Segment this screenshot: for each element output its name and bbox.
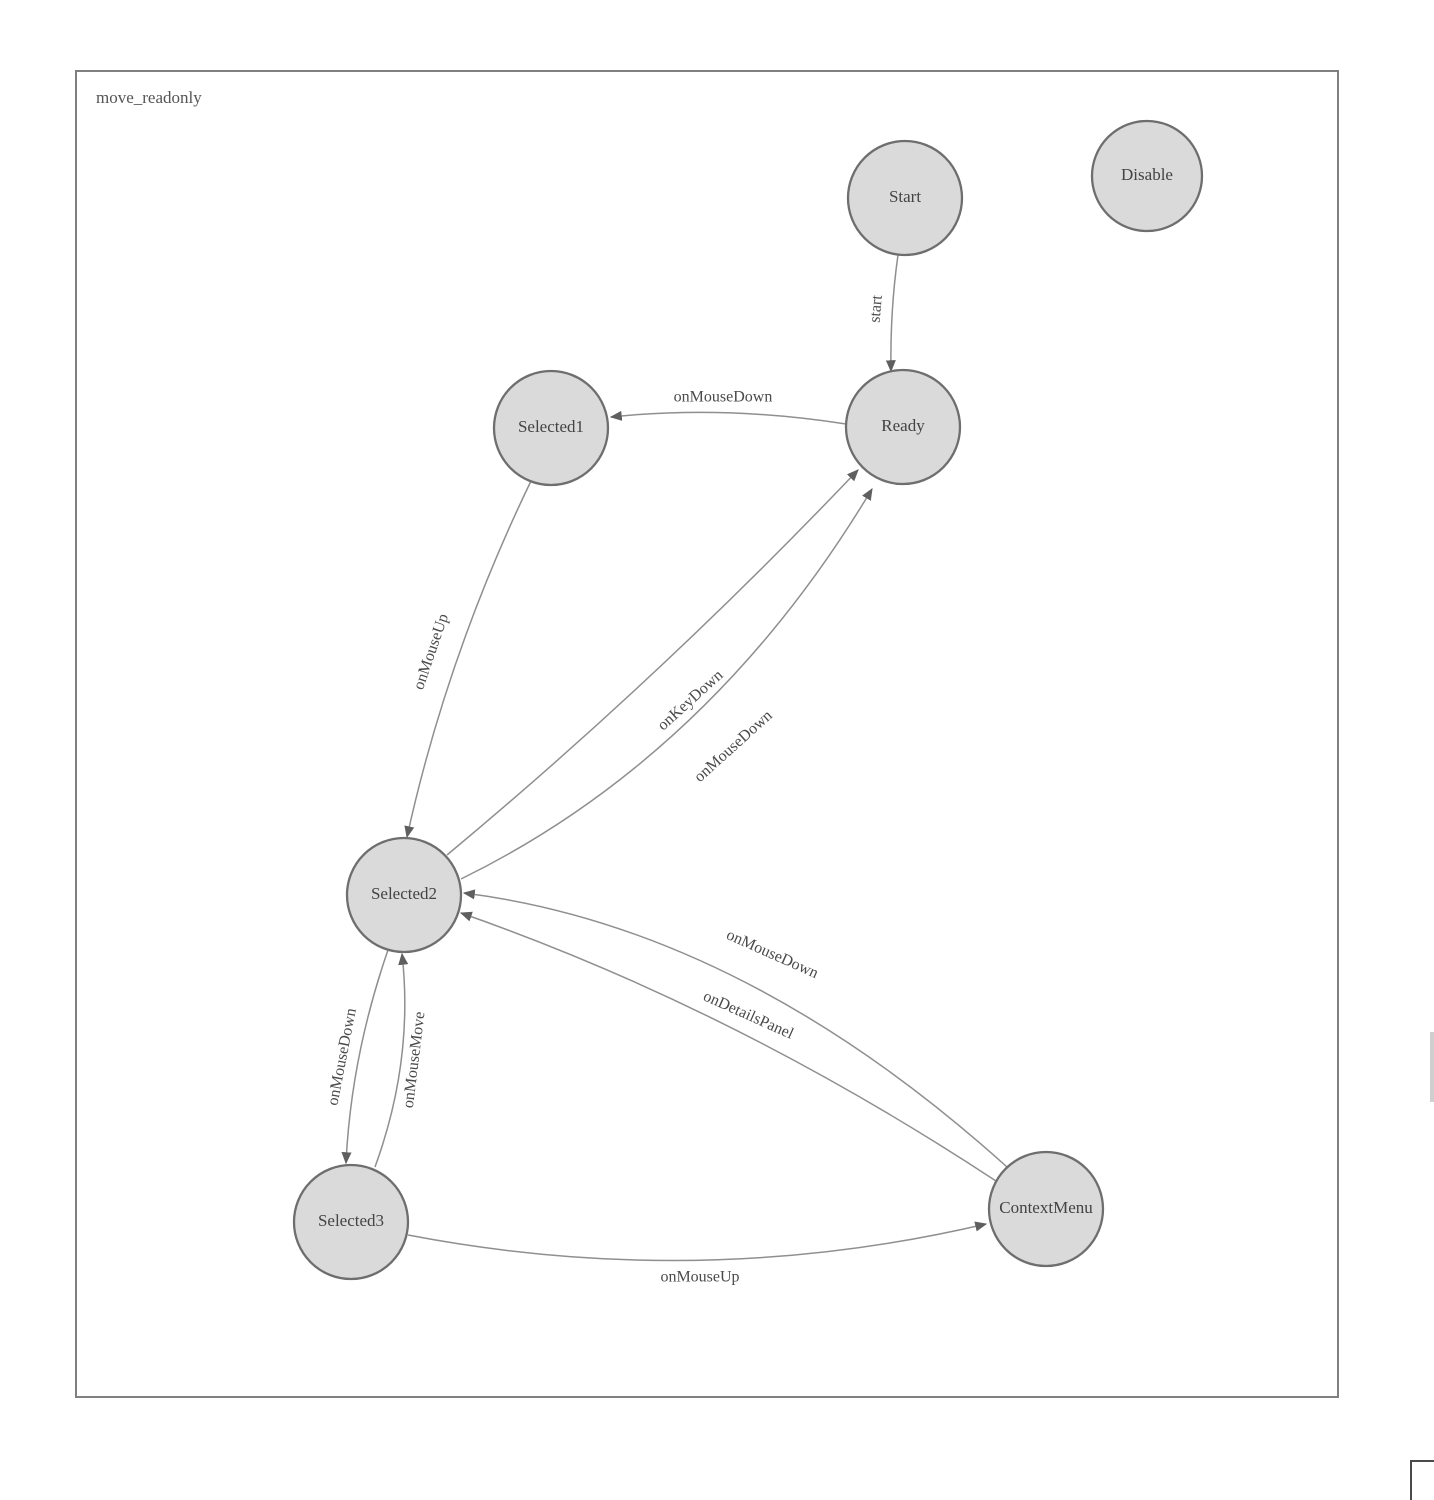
transition-path — [462, 889, 1008, 1168]
diagram-title: move_readonly — [96, 88, 202, 107]
node-contextmenu[interactable]: ContextMenu — [987, 1150, 1105, 1268]
transition-path — [341, 949, 389, 1165]
scrollbar-thumb[interactable] — [1430, 1032, 1434, 1102]
state-circle[interactable] — [844, 368, 962, 486]
state-circle[interactable] — [987, 1150, 1105, 1268]
transition-path — [885, 254, 899, 373]
node-disable[interactable]: Disable — [1090, 119, 1204, 233]
state-label: Disable — [1121, 165, 1173, 184]
state-label: Selected1 — [518, 417, 584, 436]
transition-label: onMouseDown — [691, 707, 776, 786]
edge-selected3-to-contextmenu: onMouseUp — [407, 1221, 988, 1286]
transition-label: onMouseDown — [324, 1007, 360, 1107]
state-circle[interactable] — [345, 836, 463, 954]
transition-path — [460, 487, 873, 880]
transition-path — [446, 469, 859, 856]
transition-path — [459, 911, 997, 1182]
state-label: Start — [889, 187, 921, 206]
edge-start-to-ready: start — [867, 254, 899, 373]
state-circle[interactable] — [492, 369, 610, 487]
state-circle[interactable] — [292, 1163, 410, 1281]
edge-ready-to-selected1: onMouseDown — [609, 389, 847, 425]
transition-label: onMouseDown — [724, 926, 821, 982]
transition-path — [374, 952, 409, 1168]
node-selected1[interactable]: Selected1 — [492, 369, 610, 487]
transition-path — [609, 410, 847, 425]
edge-selected2-to-selected3: onMouseDown — [324, 949, 389, 1165]
transition-label: onKeyDown — [654, 667, 726, 734]
transition-label: onMouseDown — [674, 389, 773, 406]
node-selected3[interactable]: Selected3 — [292, 1163, 410, 1281]
node-ready[interactable]: Ready — [844, 368, 962, 486]
transition-label: onMouseUp — [660, 1269, 739, 1286]
edge-selected1-to-selected2: onMouseUp — [404, 480, 532, 839]
transition-path — [407, 1221, 988, 1262]
edge-selected2-to-ready-mouse: onMouseDown — [460, 487, 873, 880]
transition-label: start — [867, 294, 886, 323]
state-label: Ready — [881, 416, 925, 435]
state-circle[interactable] — [846, 139, 964, 257]
node-selected2[interactable]: Selected2 — [345, 836, 463, 954]
edge-contextmenu-to-selected2-panel: onDetailsPanel — [459, 911, 997, 1182]
node-start[interactable]: Start — [846, 139, 964, 257]
edge-selected3-to-selected2: onMouseMove — [374, 952, 429, 1168]
scrollbar-corner — [1410, 1460, 1434, 1500]
transition-label: onDetailsPanel — [701, 988, 797, 1043]
diagram-frame — [75, 70, 1339, 1398]
transition-path — [404, 480, 532, 839]
state-label: Selected3 — [318, 1211, 384, 1230]
state-label: ContextMenu — [999, 1198, 1093, 1217]
state-label: Selected2 — [371, 884, 437, 903]
transition-label: onMouseUp — [410, 612, 452, 692]
state-circle[interactable] — [1090, 119, 1204, 233]
